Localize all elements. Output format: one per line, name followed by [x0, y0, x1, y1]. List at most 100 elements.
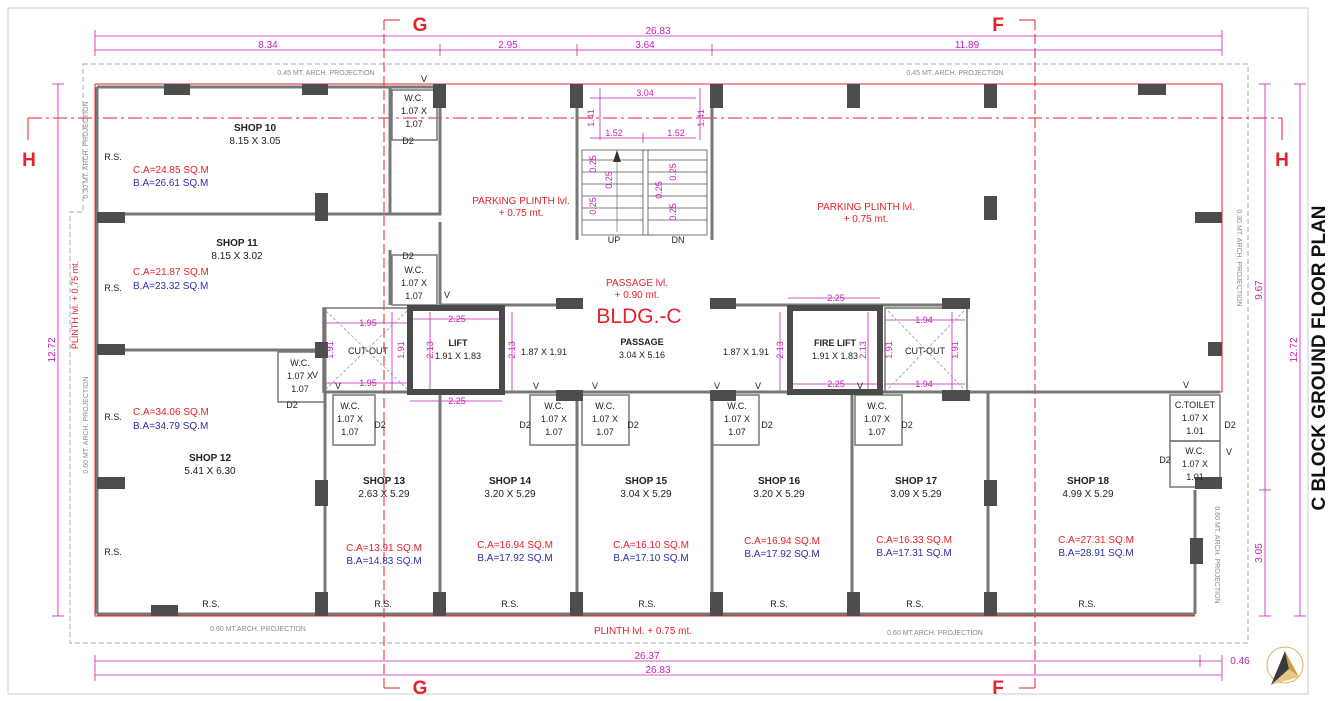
label-passage-lvl-a: PASSAGE lvl. [606, 278, 668, 289]
c-toilet-size-b: 1.01 [1186, 426, 1204, 436]
shop-built-area: B.A=28.91 SQ.M [1058, 548, 1133, 559]
vent-v: V [421, 74, 427, 84]
wc-13-title: W.C. [340, 401, 360, 411]
shop-built-area: B.A=34.79 SQ.M [133, 421, 208, 432]
shop-size: 8.15 X 3.02 [211, 251, 263, 262]
wc-18-size-b: 1.01 [1186, 472, 1204, 482]
door-d2: D2 [402, 136, 414, 146]
wc-15-size-a: 1.07 X [592, 414, 618, 424]
shop-name: SHOP 14 [489, 476, 531, 487]
shop-name: SHOP 13 [363, 476, 405, 487]
rs-label: R.S. [638, 599, 656, 609]
grid-label-g-bottom: G [413, 678, 428, 699]
dim-lift-bottom: 2.25 [448, 396, 466, 406]
dim-fire-cut-side-left: 1.91 [884, 341, 894, 359]
dim-seg1: 8.34 [258, 40, 278, 51]
shop-name: SHOP 11 [216, 238, 258, 249]
wc-14-title: W.C. [544, 401, 564, 411]
vent-v: V [335, 381, 341, 391]
dim-lift-top: 2.25 [448, 314, 466, 324]
shop-size: 3.20 X 5.29 [753, 489, 805, 500]
wc-18-title: W.C. [1185, 446, 1205, 456]
dim-riser-3: 0.25 [588, 197, 598, 215]
dim-fire-lift-bottom: 2.25 [827, 379, 845, 389]
c-toilet-title: C.TOILET [1175, 400, 1216, 410]
dim-riser-4: 0.25 [668, 163, 678, 181]
dim-right-upper: 9.67 [1254, 280, 1265, 300]
wc-11-size-b: 1.07 [405, 291, 423, 301]
wc-11-title: W.C. [404, 265, 424, 275]
plan-title: C BLOCK GROUND FLOOR PLAN [1305, 188, 1335, 528]
rs-label: R.S. [202, 599, 220, 609]
label-building-name: BLDG.-C [596, 305, 681, 328]
label-arch-proj-bottom-left: 0.60 MT.ARCH. PROJECTION [210, 626, 306, 633]
vent-v: V [533, 381, 539, 391]
shop-built-area: B.A=17.10 SQ.M [613, 553, 688, 564]
dim-fire-cut-side-right: 1.91 [950, 341, 960, 359]
door-d2: D2 [519, 420, 531, 430]
shop-carpet-area: C.A=24.85 SQ.M [133, 165, 209, 176]
dim-stair-half-left: 1.52 [605, 128, 623, 138]
shop-15: SHOP 15 3.04 X 5.29 C.A=16.10 SQ.M B.A=1… [613, 476, 689, 564]
dim-right-height: 12.72 [1289, 337, 1300, 362]
shop-name: SHOP 17 [895, 476, 937, 487]
dim-total-width-top: 26.83 [645, 26, 670, 37]
rs-label: R.S. [104, 152, 122, 162]
vent-v: V [1226, 447, 1232, 457]
shop-built-area: B.A=14.83 SQ.M [346, 556, 421, 567]
dim-bottom-inner: 26.37 [634, 651, 659, 662]
shop-name: SHOP 10 [234, 123, 276, 134]
wc-14-size-b: 1.07 [545, 427, 563, 437]
shop-size: 8.15 X 3.05 [229, 136, 281, 147]
dim-stair-width: 3.04 [636, 88, 654, 98]
dim-fire-lift-side-left: 2.13 [775, 341, 785, 359]
label-cutout-left: CUT-OUT [348, 346, 388, 356]
rs-label: R.S. [104, 283, 122, 293]
staircase [581, 149, 708, 236]
rs-label: R.S. [104, 412, 122, 422]
door-d2: D2 [286, 400, 298, 410]
shop-carpet-area: C.A=13.91 SQ.M [346, 543, 422, 554]
dim-seg4: 11.89 [955, 40, 980, 51]
label-parking-2b: + 0.75 mt. [844, 214, 889, 225]
shop-built-area: B.A=17.31 SQ.M [876, 548, 951, 559]
rs-label: R.S. [1078, 599, 1096, 609]
shop-name: SHOP 15 [625, 476, 667, 487]
shop-built-area: B.A=17.92 SQ.M [477, 553, 552, 564]
stair-up-arrow-icon [613, 150, 621, 162]
wc-17-title: W.C. [867, 401, 887, 411]
door-d2: D2 [761, 420, 773, 430]
shop-name: SHOP 12 [189, 453, 231, 464]
vent-v: V [312, 370, 318, 380]
wc-18-size-a: 1.07 X [1182, 459, 1208, 469]
shop-carpet-area: C.A=16.94 SQ.M [744, 536, 820, 547]
wc-14-size-a: 1.07 X [541, 414, 567, 424]
wc-16-size-a: 1.07 X [724, 414, 750, 424]
vent-v: V [755, 381, 761, 391]
vent-v: V [444, 290, 450, 300]
label-lift-size: 1.91 X 1.83 [435, 351, 481, 361]
shop-13: SHOP 13 2.63 X 5.29 C.A=13.91 SQ.M B.A=1… [346, 476, 422, 567]
label-arch-proj-left-lower: 0.60 MT. ARCH. PROJECTION [83, 376, 90, 473]
vent-v: V [857, 381, 863, 391]
shop-size: 4.99 X 5.29 [1062, 489, 1114, 500]
door-d2: D2 [374, 420, 386, 430]
wc-15-title: W.C. [595, 401, 615, 411]
label-arch-proj-left-upper: 0.30 MT. ARCH. PROJECTION [83, 101, 90, 198]
shop-size: 3.04 X 5.29 [620, 489, 672, 500]
shop-size: 5.41 X 6.30 [184, 466, 236, 477]
dim-fire-lift-side-right: 2.13 [858, 341, 868, 359]
shop-carpet-area: C.A=34.06 SQ.M [133, 407, 209, 418]
wc-12-size-b: 1.07 [291, 384, 309, 394]
north-arrow-icon [1266, 646, 1304, 685]
dim-stair-half-right: 1.52 [667, 128, 685, 138]
rs-label: R.S. [104, 547, 122, 557]
c-toilet-size-a: 1.07 X [1182, 413, 1208, 423]
wc-labels: W.C. 1.07 X 1.07 W.C. 1.07 X 1.07 W.C. 1… [287, 93, 1216, 482]
dim-seg2: 2.95 [498, 40, 518, 51]
label-passage-size: 3.04 X 5.16 [619, 350, 665, 360]
rs-label: R.S. [906, 599, 924, 609]
dim-fire-cut-top: 1.94 [915, 315, 933, 325]
rs-labels: R.S. R.S. R.S. R.S. R.S. R.S. R.S. R.S. … [104, 152, 1096, 609]
shop-name: SHOP 16 [758, 476, 800, 487]
